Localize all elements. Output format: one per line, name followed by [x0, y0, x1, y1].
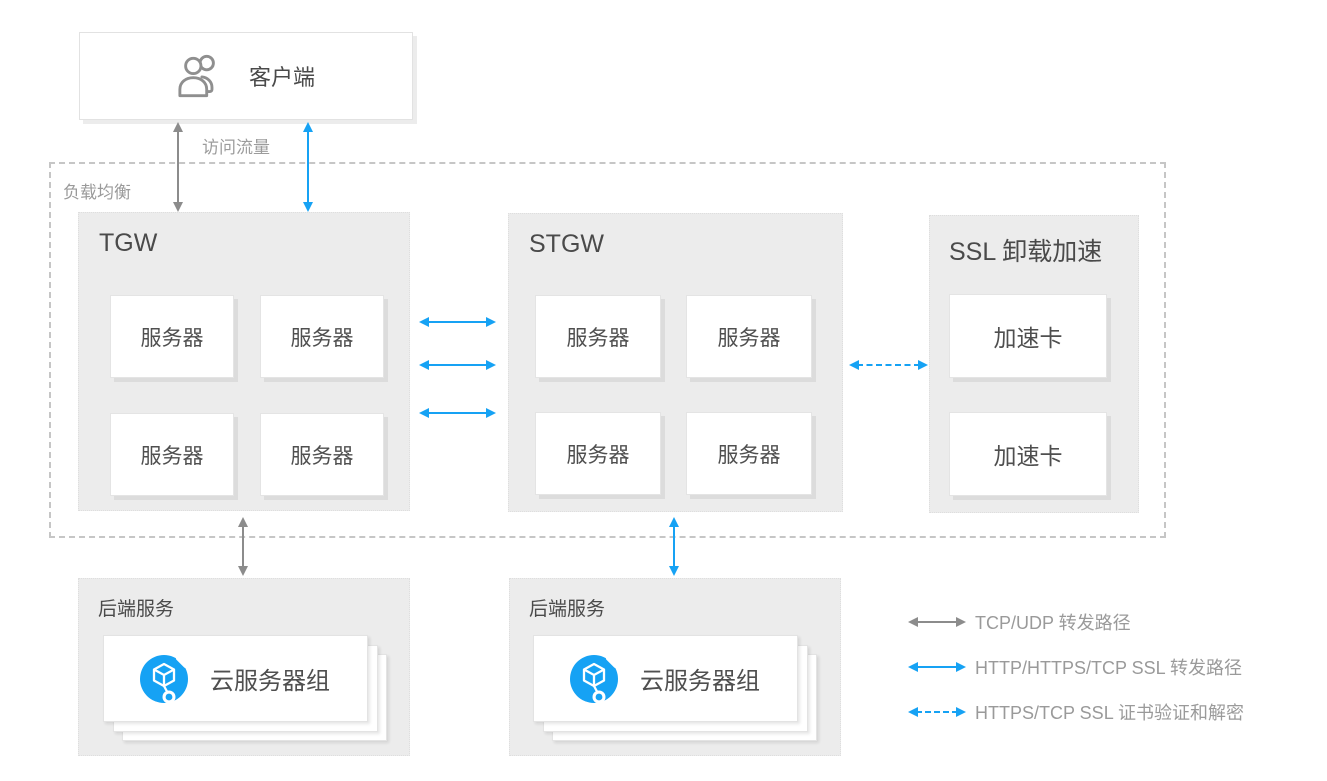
legend-label: TCP/UDP 转发路径	[975, 613, 1131, 633]
client-label: 客户端	[248, 65, 315, 90]
server-box: 服务器	[686, 412, 812, 495]
cloud-server-icon	[138, 653, 190, 705]
tgw-stgw-arrow-2	[419, 359, 496, 371]
server-box: 服务器	[260, 413, 384, 496]
traffic-label: 访问流量	[202, 138, 270, 157]
accel-card-box: 加速卡	[949, 412, 1107, 496]
server-box: 服务器	[110, 413, 234, 496]
cloud-server-group-label: 云服务器组	[640, 668, 760, 695]
backend-title: 后端服务	[98, 599, 175, 620]
stgw-ssl-cert-arrow	[849, 359, 928, 371]
cloud-server-group-card: 云服务器组	[533, 635, 798, 722]
legend-cert-arrow	[908, 706, 966, 718]
legend-row: TCP/UDP 转发路径	[908, 611, 1131, 633]
tgw-backend-tcp-arrow	[237, 517, 249, 576]
stgw-backend-http-arrow	[668, 517, 680, 576]
accel-card-box: 加速卡	[949, 294, 1107, 378]
backend-panel-2: 后端服务 云服务器组	[509, 578, 841, 756]
cloud-server-group-label: 云服务器组	[210, 668, 330, 695]
server-box: 服务器	[535, 295, 661, 378]
backend-title: 后端服务	[529, 599, 606, 620]
server-box: 服务器	[260, 295, 384, 378]
ssl-offload-panel: SSL 卸载加速 加速卡 加速卡	[929, 215, 1139, 513]
users-icon	[177, 51, 223, 101]
tgw-title: TGW	[99, 229, 158, 257]
stgw-panel: STGW 服务器 服务器 服务器 服务器	[508, 213, 843, 512]
legend-row: HTTPS/TCP SSL 证书验证和解密	[908, 701, 1244, 723]
legend-label: HTTPS/TCP SSL 证书验证和解密	[975, 703, 1245, 723]
server-box: 服务器	[535, 412, 661, 495]
server-box: 服务器	[110, 295, 234, 378]
stgw-title: STGW	[529, 230, 604, 258]
tgw-stgw-arrow-1	[419, 316, 496, 328]
cloud-server-group-card: 云服务器组	[103, 635, 368, 722]
load-balancer-label: 负载均衡	[63, 183, 131, 202]
client-tgw-tcp-arrow	[172, 122, 184, 212]
legend-http-arrow	[908, 661, 966, 673]
ssl-offload-title: SSL 卸载加速	[949, 238, 1103, 266]
legend-label: HTTP/HTTPS/TCP SSL 转发路径	[975, 658, 1243, 678]
cloud-server-icon	[568, 653, 620, 705]
server-box: 服务器	[686, 295, 812, 378]
client-stgw-http-arrow	[302, 122, 314, 212]
backend-panel-1: 后端服务 云服务器组	[78, 578, 410, 756]
legend-tcp-arrow	[908, 616, 966, 628]
load-balancer-container	[49, 162, 1166, 538]
legend-row: HTTP/HTTPS/TCP SSL 转发路径	[908, 656, 1242, 678]
tgw-panel: TGW 服务器 服务器 服务器 服务器	[78, 212, 410, 511]
client-box: 客户端	[79, 32, 413, 120]
tgw-stgw-arrow-3	[419, 407, 496, 419]
